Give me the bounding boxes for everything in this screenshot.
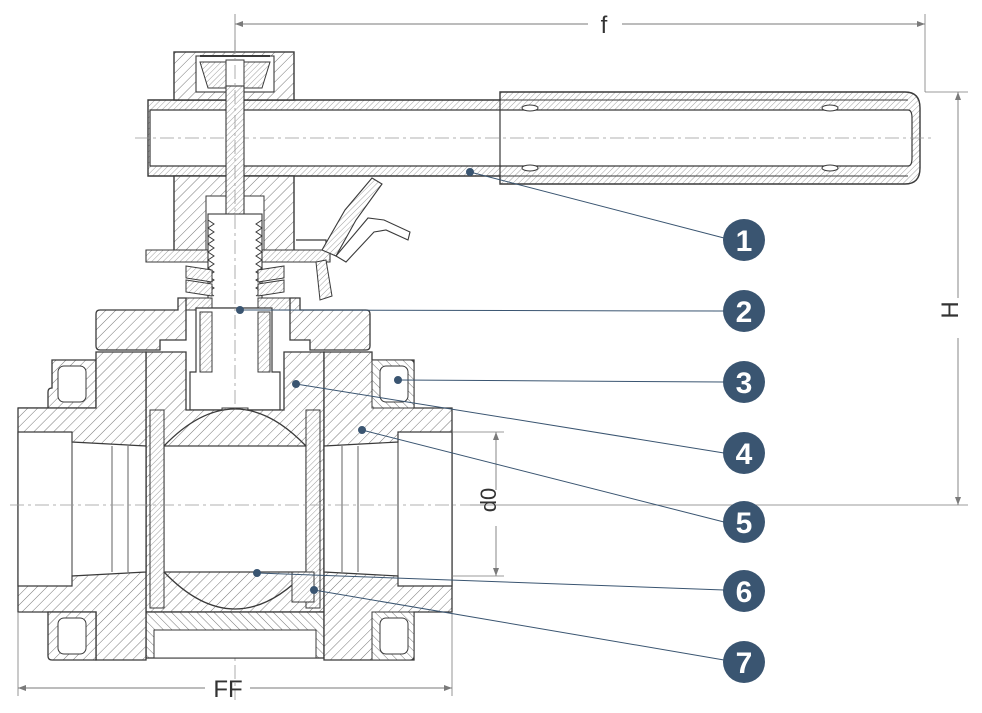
callout-6: 6 bbox=[723, 570, 765, 612]
end-cap-right bbox=[57, 351, 453, 661]
dimension-d0: d0 bbox=[452, 431, 504, 577]
dim-f-label: f bbox=[601, 12, 608, 39]
callout-2: 2 bbox=[723, 290, 765, 332]
callout-3-label: 3 bbox=[736, 367, 753, 400]
callout-7: 7 bbox=[723, 641, 765, 683]
leader-lines bbox=[236, 168, 725, 661]
callout-6-label: 6 bbox=[736, 576, 753, 609]
dim-H-label: H bbox=[937, 301, 964, 318]
dim-FF-label: FF bbox=[213, 676, 242, 703]
callout-7-label: 7 bbox=[736, 647, 753, 680]
lever-handle bbox=[135, 91, 935, 185]
dim-d0-label: d0 bbox=[476, 488, 501, 512]
callout-1: 1 bbox=[723, 219, 765, 261]
callout-3: 3 bbox=[723, 361, 765, 403]
callout-4-label: 4 bbox=[736, 438, 753, 471]
dimension-FF: FF bbox=[17, 612, 453, 703]
ball bbox=[149, 408, 321, 610]
callout-5-label: 5 bbox=[736, 507, 753, 540]
callout-4: 4 bbox=[723, 432, 765, 474]
dimension-f: f bbox=[234, 12, 926, 92]
dimension-H: H bbox=[470, 91, 968, 506]
lock-plate bbox=[145, 177, 411, 301]
callout-5: 5 bbox=[723, 501, 765, 543]
callout-1-label: 1 bbox=[736, 225, 753, 258]
end-cap-left bbox=[17, 351, 147, 661]
callout-2-label: 2 bbox=[736, 296, 753, 329]
